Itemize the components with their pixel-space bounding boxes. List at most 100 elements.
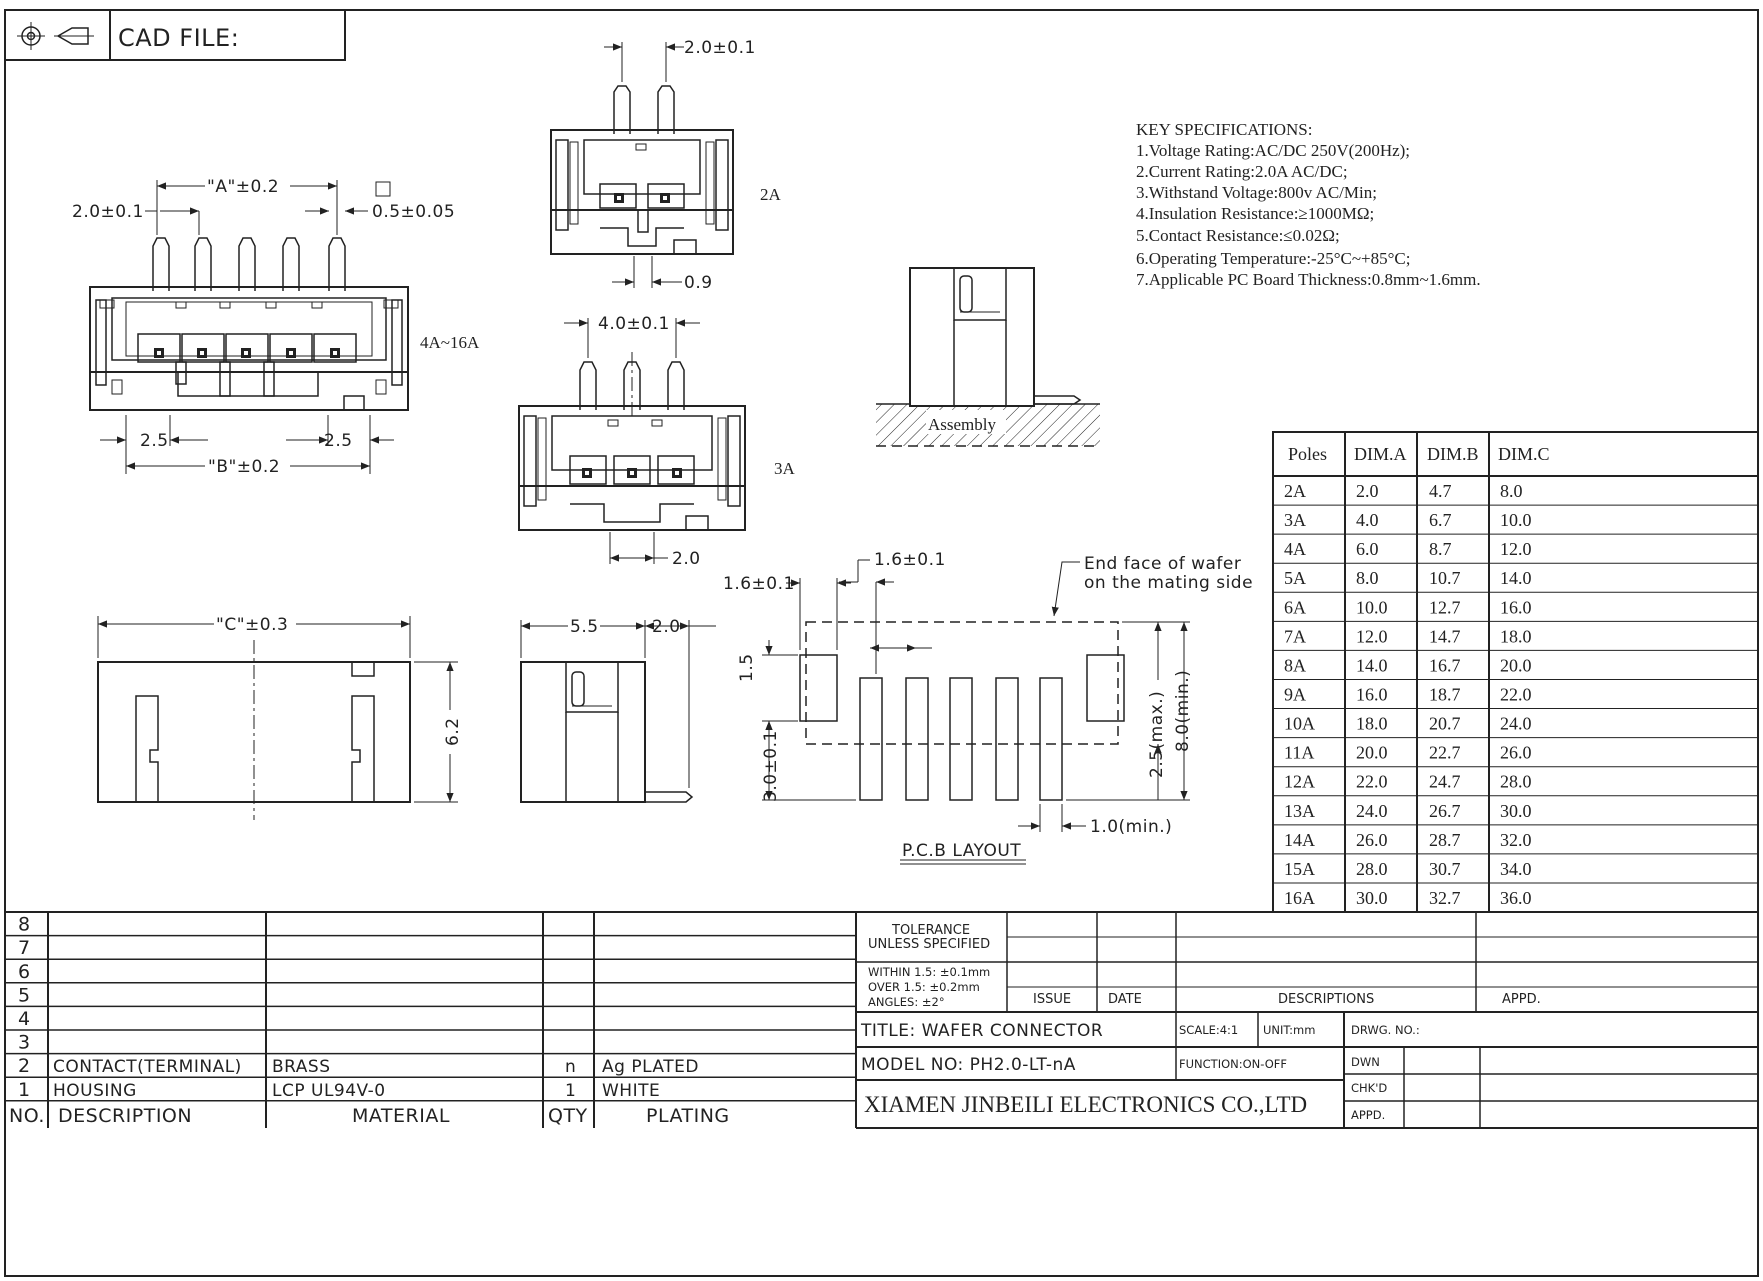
table-cell: 10.0 [1500, 510, 1532, 530]
table-row: 10A 18.0 20.7 24.0 [1284, 714, 1532, 734]
table-cell: 22.7 [1429, 743, 1461, 763]
dim-side-left-label: 2.5 [140, 431, 169, 451]
scale-value: SCALE:4:1 [1179, 1023, 1238, 1037]
appd-header: APPD. [1502, 992, 1541, 1007]
bom-plating: Ag PLATED [602, 1057, 699, 1077]
cad-file-header: CAD FILE: [4, 9, 346, 61]
table-cell: 12.0 [1500, 539, 1532, 559]
table-cell: 8.0 [1356, 568, 1379, 588]
drawing-number-label: DRWG. NO.: [1351, 1023, 1420, 1037]
dim-2a-bottom-label: 0.9 [684, 273, 713, 293]
bom-row-number: 4 [18, 1008, 31, 1030]
table-cell: 16.0 [1356, 684, 1388, 704]
table-cell: 28.7 [1429, 830, 1461, 850]
table-header: DIM.A [1354, 444, 1407, 464]
table-cell: 16A [1284, 888, 1315, 908]
table-cell: 2A [1284, 481, 1306, 501]
side-view: 5.5 2.0 [520, 617, 716, 803]
bom-row: 6 [18, 961, 31, 983]
bom-header-description: DESCRIPTION [58, 1105, 192, 1127]
tolerance-over: OVER 1.5: ±0.2mm [868, 980, 980, 994]
dim-pad-width-label: 1.6±0.1 [874, 550, 946, 570]
table-cell: 4.0 [1356, 510, 1379, 530]
issue-header: ISSUE [1033, 992, 1071, 1007]
table-cell: 14A [1284, 830, 1315, 850]
spec-item: 1.Voltage Rating:AC/DC 250V(200Hz); [1136, 141, 1410, 160]
bom-row-number: 6 [18, 961, 31, 983]
dim-width-min-label: 1.0(min.) [1090, 817, 1172, 837]
table-cell: 20.0 [1356, 743, 1388, 763]
spec-item: 2.Current Rating:2.0A AC/DC; [1136, 162, 1348, 181]
dim-3a-pitch-label: 4.0±0.1 [598, 314, 670, 334]
table-cell: 26.0 [1356, 830, 1388, 850]
table-cell: 4A [1284, 539, 1306, 559]
bom-row-number: 7 [18, 937, 31, 959]
table-cell: 18.0 [1500, 626, 1532, 646]
view-label-2a: 2A [760, 185, 782, 204]
dim-a-label: "A"±0.2 [207, 177, 279, 197]
chkd-label: CHK'D [1351, 1081, 1387, 1095]
company-name: XIAMEN JINBEILI ELECTRONICS CO.,LTD [864, 1092, 1307, 1117]
view-label-multi: 4A~16A [420, 333, 480, 352]
top-view-3a: 4.0±0.1 2.0 3A [518, 314, 796, 569]
pcb-note-line1: End face of wafer [1084, 554, 1241, 574]
tolerance-line1: TOLERANCE [891, 923, 970, 938]
table-cell: 30.0 [1500, 801, 1532, 821]
projection-symbol-icon [17, 22, 94, 50]
dim-height-label: 6.2 [443, 717, 463, 746]
table-cell: 10A [1284, 714, 1315, 734]
specs-title: KEY SPECIFICATIONS: [1136, 120, 1312, 139]
dim-gap-label: 1.5 [737, 653, 757, 682]
assembly-label: Assembly [928, 415, 997, 434]
spec-item: 6.Operating Temperature:-25°C~+85°C; [1136, 249, 1410, 268]
function-value: FUNCTION:ON-OFF [1179, 1057, 1287, 1071]
bom-material: LCP UL94V-0 [272, 1081, 386, 1101]
bom-row: 3 [18, 1032, 31, 1054]
bom-material: BRASS [272, 1057, 331, 1077]
dim-pad-len-label: 3.0±0.1 [761, 730, 781, 802]
bom-description: HOUSING [53, 1081, 137, 1101]
table-cell: 20.7 [1429, 714, 1461, 734]
assembly-view: Assembly [876, 267, 1100, 447]
dim-3a-bottom-label: 2.0 [672, 549, 701, 569]
bom-header-plating: PLATING [646, 1105, 730, 1127]
pcb-note-line2: on the mating side [1084, 573, 1253, 593]
dim-pin-label: 0.5±0.05 [372, 202, 455, 222]
table-cell: 22.0 [1356, 772, 1388, 792]
cad-file-label: CAD FILE: [118, 24, 239, 52]
bom-row-number: 3 [18, 1032, 31, 1054]
table-cell: 32.7 [1429, 888, 1461, 908]
drawing-title: TITLE: WAFER CONNECTOR [860, 1021, 1103, 1041]
dim-max-label: 2.5(max.) [1147, 691, 1167, 778]
bom-row: 4 [18, 1008, 31, 1030]
table-cell: 18.0 [1356, 714, 1388, 734]
pcb-layout: 1.6±0.1 1.6±0.1 1.5 3.0±0.1 2.5(max.) 8.… [723, 550, 1253, 865]
table-cell: 6.0 [1356, 539, 1379, 559]
table-cell: 18.7 [1429, 684, 1461, 704]
top-view-2a: 2.0±0.1 0.9 2A [550, 38, 782, 293]
bom-row: 7 [18, 937, 31, 959]
title-block: TOLERANCE UNLESS SPECIFIED WITHIN 1.5: ±… [856, 912, 1758, 1129]
pcb-caption: P.C.B LAYOUT [902, 841, 1021, 861]
table-cell: 7A [1284, 626, 1306, 646]
spec-item: 4.Insulation Resistance:≥1000MΩ; [1136, 204, 1374, 223]
table-cell: 30.7 [1429, 859, 1461, 879]
bom-row: 5 [18, 984, 31, 1006]
bom-row-number: 5 [18, 984, 31, 1006]
key-specifications: KEY SPECIFICATIONS: 1.Voltage Rating:AC/… [1136, 120, 1481, 289]
table-cell: 26.0 [1500, 743, 1532, 763]
table-cell: 12A [1284, 772, 1315, 792]
dim-2a-pitch-label: 2.0±0.1 [684, 38, 756, 58]
table-cell: 24.0 [1500, 714, 1532, 734]
table-cell: 28.0 [1356, 859, 1388, 879]
